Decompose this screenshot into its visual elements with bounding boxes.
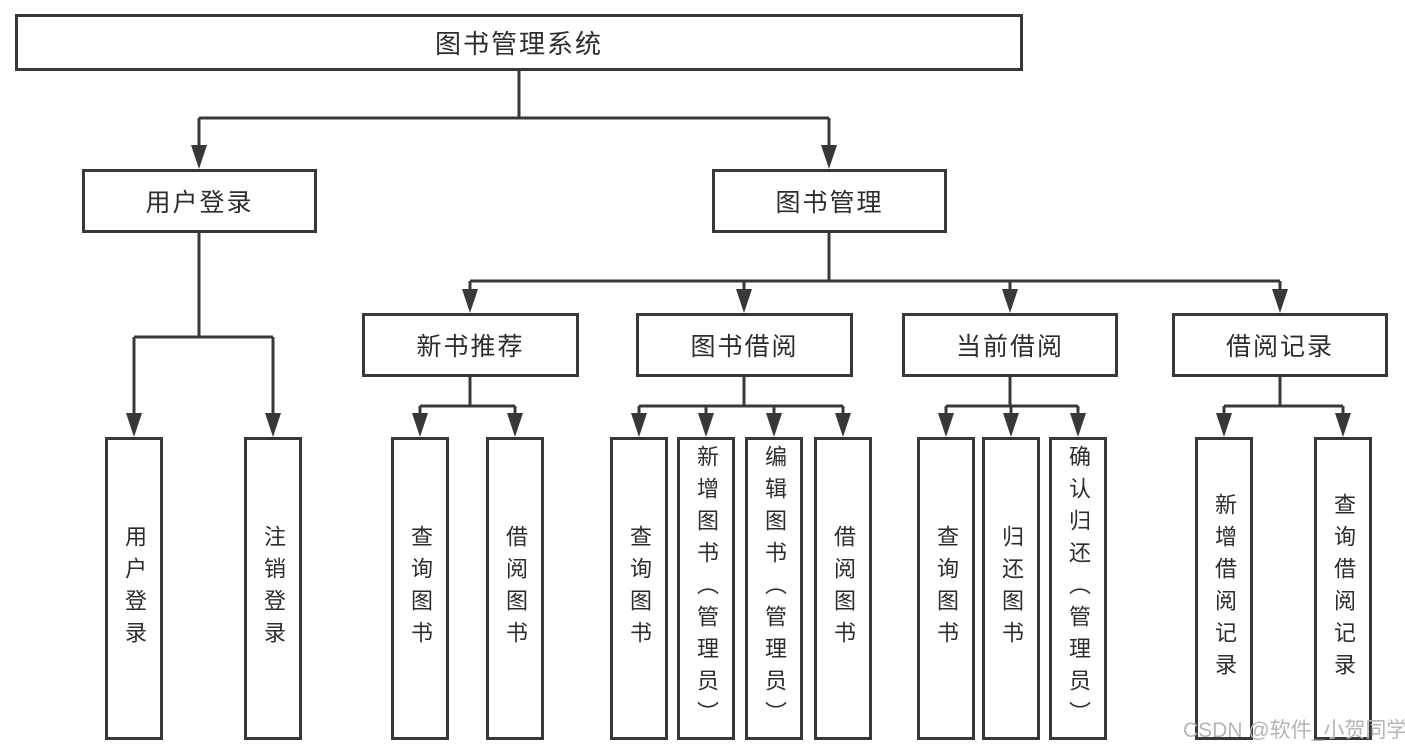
connector-current-borrow-to-leaves [938, 377, 1086, 437]
node-book-borrow-label: 图书借阅 [690, 333, 799, 361]
leaf-query-books-1: 查询图书 [391, 437, 449, 740]
arrowhead [631, 413, 647, 437]
node-book-mgmt: 图书管理 [712, 169, 947, 233]
arrowhead [1070, 413, 1086, 437]
arrowhead [191, 145, 207, 169]
arrowhead [938, 413, 954, 437]
connector-new-book-rec-to-leaves [412, 377, 523, 437]
node-user-login-label: 用户登录 [145, 189, 254, 217]
node-current-borrow-label: 当前借阅 [955, 333, 1064, 361]
node-book-mgmt-label: 图书管理 [775, 189, 884, 217]
leaf-label: 确认归还（管理员） [1066, 444, 1091, 733]
node-new-book-rec: 新书推荐 [362, 313, 579, 377]
leaf-label: 归还图书 [999, 524, 1024, 653]
leaf-return-books: 归还图书 [982, 437, 1040, 740]
connector-book-mgmt-to-level3 [462, 233, 1288, 313]
connector-book-borrow-to-leaves [631, 377, 851, 437]
arrowhead [766, 413, 782, 437]
arrowhead [126, 413, 142, 437]
arrowhead [736, 289, 752, 313]
arrowhead [507, 413, 523, 437]
node-borrow-record: 借阅记录 [1172, 313, 1388, 377]
leaf-label: 新增图书（管理员） [694, 444, 719, 733]
node-book-borrow: 图书借阅 [636, 313, 853, 377]
leaf-add-books-admin: 新增图书（管理员） [677, 437, 735, 740]
node-root: 图书管理系统 [15, 14, 1023, 71]
arrowhead [698, 413, 714, 437]
leaf-logout: 注销登录 [244, 437, 302, 740]
leaf-label: 注销登录 [261, 524, 286, 653]
arrowhead [821, 145, 837, 169]
leaf-add-borrow-record: 新增借阅记录 [1195, 437, 1253, 740]
leaf-borrow-books-1: 借阅图书 [486, 437, 544, 740]
leaf-label: 查询借阅记录 [1331, 492, 1356, 685]
connector-borrow-record-to-leaves [1216, 377, 1351, 437]
leaf-label: 编辑图书（管理员） [762, 444, 787, 733]
leaf-borrow-books-2: 借阅图书 [814, 437, 872, 740]
arrowhead [1002, 289, 1018, 313]
leaf-label: 查询图书 [627, 524, 652, 653]
leaf-label: 新增借阅记录 [1212, 492, 1237, 685]
leaf-label: 用户登录 [122, 524, 147, 653]
leaf-edit-books-admin: 编辑图书（管理员） [745, 437, 803, 740]
connector-user-login-to-leaves [126, 233, 281, 437]
arrowhead [462, 289, 478, 313]
leaf-user-login: 用户登录 [105, 437, 163, 740]
arrowhead [1272, 289, 1288, 313]
node-new-book-rec-label: 新书推荐 [416, 333, 525, 361]
leaf-label: 查询图书 [408, 524, 433, 653]
csdn-watermark: CSDN @软件_小贺同学 [1183, 719, 1405, 742]
leaf-confirm-return-admin: 确认归还（管理员） [1049, 437, 1107, 740]
leaf-label: 借阅图书 [503, 524, 528, 653]
connector-root-to-level2 [191, 71, 837, 169]
leaf-label: 查询图书 [934, 524, 959, 653]
leaf-query-borrow-record: 查询借阅记录 [1314, 437, 1372, 740]
node-current-borrow: 当前借阅 [902, 313, 1118, 377]
arrowhead [1335, 413, 1351, 437]
arrowhead [835, 413, 851, 437]
leaf-label: 借阅图书 [831, 524, 856, 653]
arrowhead [1003, 413, 1019, 437]
node-user-login: 用户登录 [82, 169, 317, 233]
leaf-query-books-3: 查询图书 [917, 437, 975, 740]
node-root-label: 图书管理系统 [434, 29, 603, 59]
leaf-query-books-2: 查询图书 [610, 437, 668, 740]
arrowhead [412, 413, 428, 437]
arrowhead [1216, 413, 1232, 437]
node-borrow-record-label: 借阅记录 [1225, 333, 1334, 361]
arrowhead [265, 413, 281, 437]
